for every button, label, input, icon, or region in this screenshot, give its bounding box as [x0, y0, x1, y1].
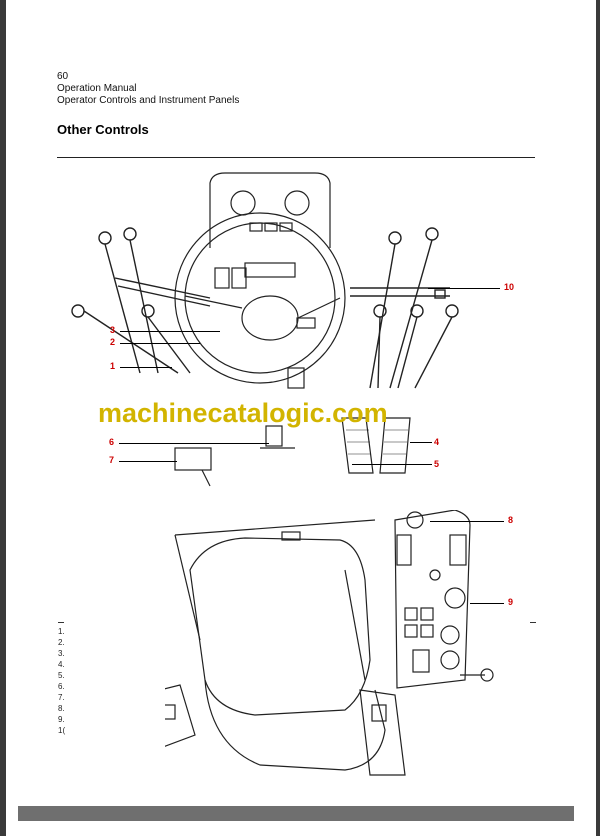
legend-item-1: 1. [58, 627, 65, 636]
console-diagram [71, 172, 459, 487]
callout-6-leader [119, 443, 269, 444]
callout-2: 2 [110, 337, 116, 347]
section-title: Other Controls [57, 122, 149, 137]
right-stub-dash [530, 622, 536, 623]
page-edge-right [596, 0, 600, 836]
legend-item-5: 5. [58, 671, 65, 680]
callout-2-leader [120, 343, 200, 344]
callout-5: 5 [434, 459, 440, 469]
legend-item-2: 2. [58, 638, 65, 647]
legend-item-4: 4. [58, 660, 65, 669]
legend-item-7: 7. [58, 693, 65, 702]
callout-4-leader [410, 442, 432, 443]
legend-item-9: 9. [58, 715, 65, 724]
callout-10: 10 [504, 282, 515, 292]
callout-6: 6 [109, 437, 115, 447]
legend-item-3: 3. [58, 649, 65, 658]
callout-3: 3 [110, 325, 116, 335]
callout-3-leader [120, 331, 220, 332]
page-number: 60 [57, 71, 69, 82]
legend-item-10: 1( [58, 726, 66, 735]
callout-7: 7 [109, 455, 115, 465]
callout-10-leader [428, 288, 500, 289]
callout-7-leader [119, 461, 177, 462]
section-divider [57, 157, 535, 158]
callout-1: 1 [110, 361, 116, 371]
callout-9-leader [470, 603, 504, 604]
watermark: machinecatalogic.com [98, 398, 388, 428]
callout-5-leader [352, 464, 432, 465]
legend-item-6: 6. [58, 682, 65, 691]
page-edge-left [0, 0, 6, 836]
seat-diagram [165, 510, 494, 776]
chapter-title: Operator Controls and Instrument Panels [57, 95, 240, 106]
callout-8: 8 [508, 515, 514, 525]
callout-1-leader [120, 367, 172, 368]
callout-9: 9 [508, 597, 514, 607]
callout-8-leader [430, 521, 504, 522]
footer-bar [18, 806, 574, 821]
legend-item-8: 8. [58, 704, 65, 713]
manual-title: Operation Manual [57, 83, 137, 94]
legend-stub-dash [58, 622, 64, 623]
callout-4: 4 [434, 437, 440, 447]
